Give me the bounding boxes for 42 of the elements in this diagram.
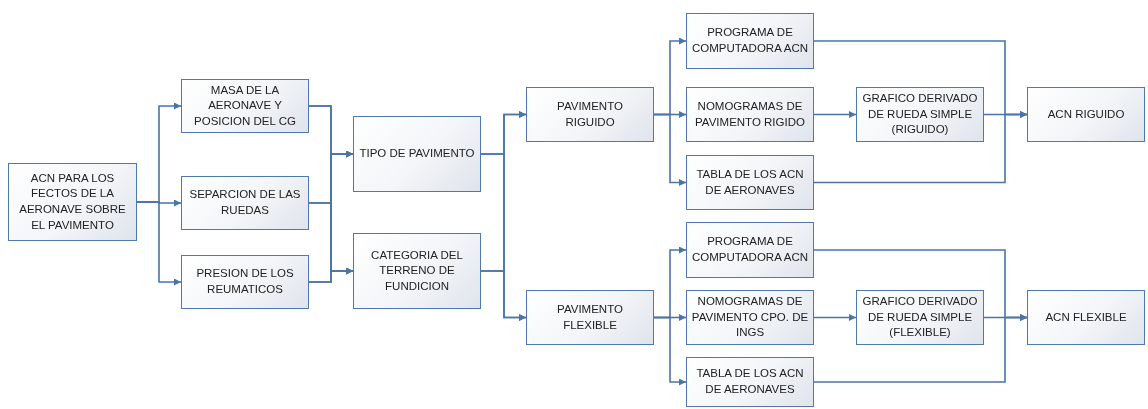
box-label: CATEGORIA DEL TERRENO DE FUNDICION [370,247,464,294]
box-label: PAVIMENTO RIGUIDO [556,99,624,130]
box-label: NOMOGRAMAS DE PAVIMENTO CPO. DE INGS [691,294,809,341]
box-label: TABLA DE LOS ACN DE AERONAVES [695,167,805,198]
process-box [353,233,481,309]
process-box [181,79,309,133]
process-box [686,155,814,210]
box-label: PROGRAMA DE COMPUTADORA ACN [691,234,809,265]
arrow [813,314,1028,383]
box-label: GRAFICO DERIVADO DE RUEDA SIMPLE (RIGUIDO) [861,91,979,138]
box-label: SEPARCION DE LAS RUEDAS [188,187,302,218]
box-label: MASA DE LA AERONAVE Y POSICION DEL CG [193,82,297,129]
arrow [308,267,354,283]
process-box [686,87,814,142]
process-box [8,163,137,241]
box-label: ACN FLEXIBLE [1045,309,1127,325]
process-box [1027,290,1145,345]
box-label: NOMOGRAMAS DE PAVIMENTO RIGIDO [694,99,806,130]
box-label: PAVIMENTO FLEXIBLE [556,302,624,333]
process-box [353,116,481,192]
arrow [813,111,1028,184]
process-box [686,357,814,407]
process-box [526,290,654,345]
process-box [181,255,309,309]
process-box [181,176,309,230]
arrow [653,316,687,386]
arrow [813,314,857,321]
process-box [1027,87,1145,142]
arrow [480,270,527,321]
box-label: ACN RIGUIDO [1047,106,1125,122]
process-box [686,13,814,69]
box-label: PROGRAMA DE COMPUTADORA ACN [691,25,809,56]
process-box [686,222,814,278]
process-box [526,87,654,142]
box-label: ACN PARA LOS FECTOS DE LA AERONAVE SOBRE EL PAVIMENTO [18,170,127,233]
arrow [653,113,687,186]
box-label: PRESION DE LOS REUMATICOS [195,266,295,297]
arrow [813,111,857,118]
box-label: TABLA DE LOS ACN DE AERONAVES [695,366,805,397]
arrow [136,201,182,286]
box-label: TIPO DE PAVIMENTO [359,146,475,162]
box-label: GRAFICO DERIVADO DE RUEDA SIMPLE (FLEXIBLE) [861,294,979,341]
